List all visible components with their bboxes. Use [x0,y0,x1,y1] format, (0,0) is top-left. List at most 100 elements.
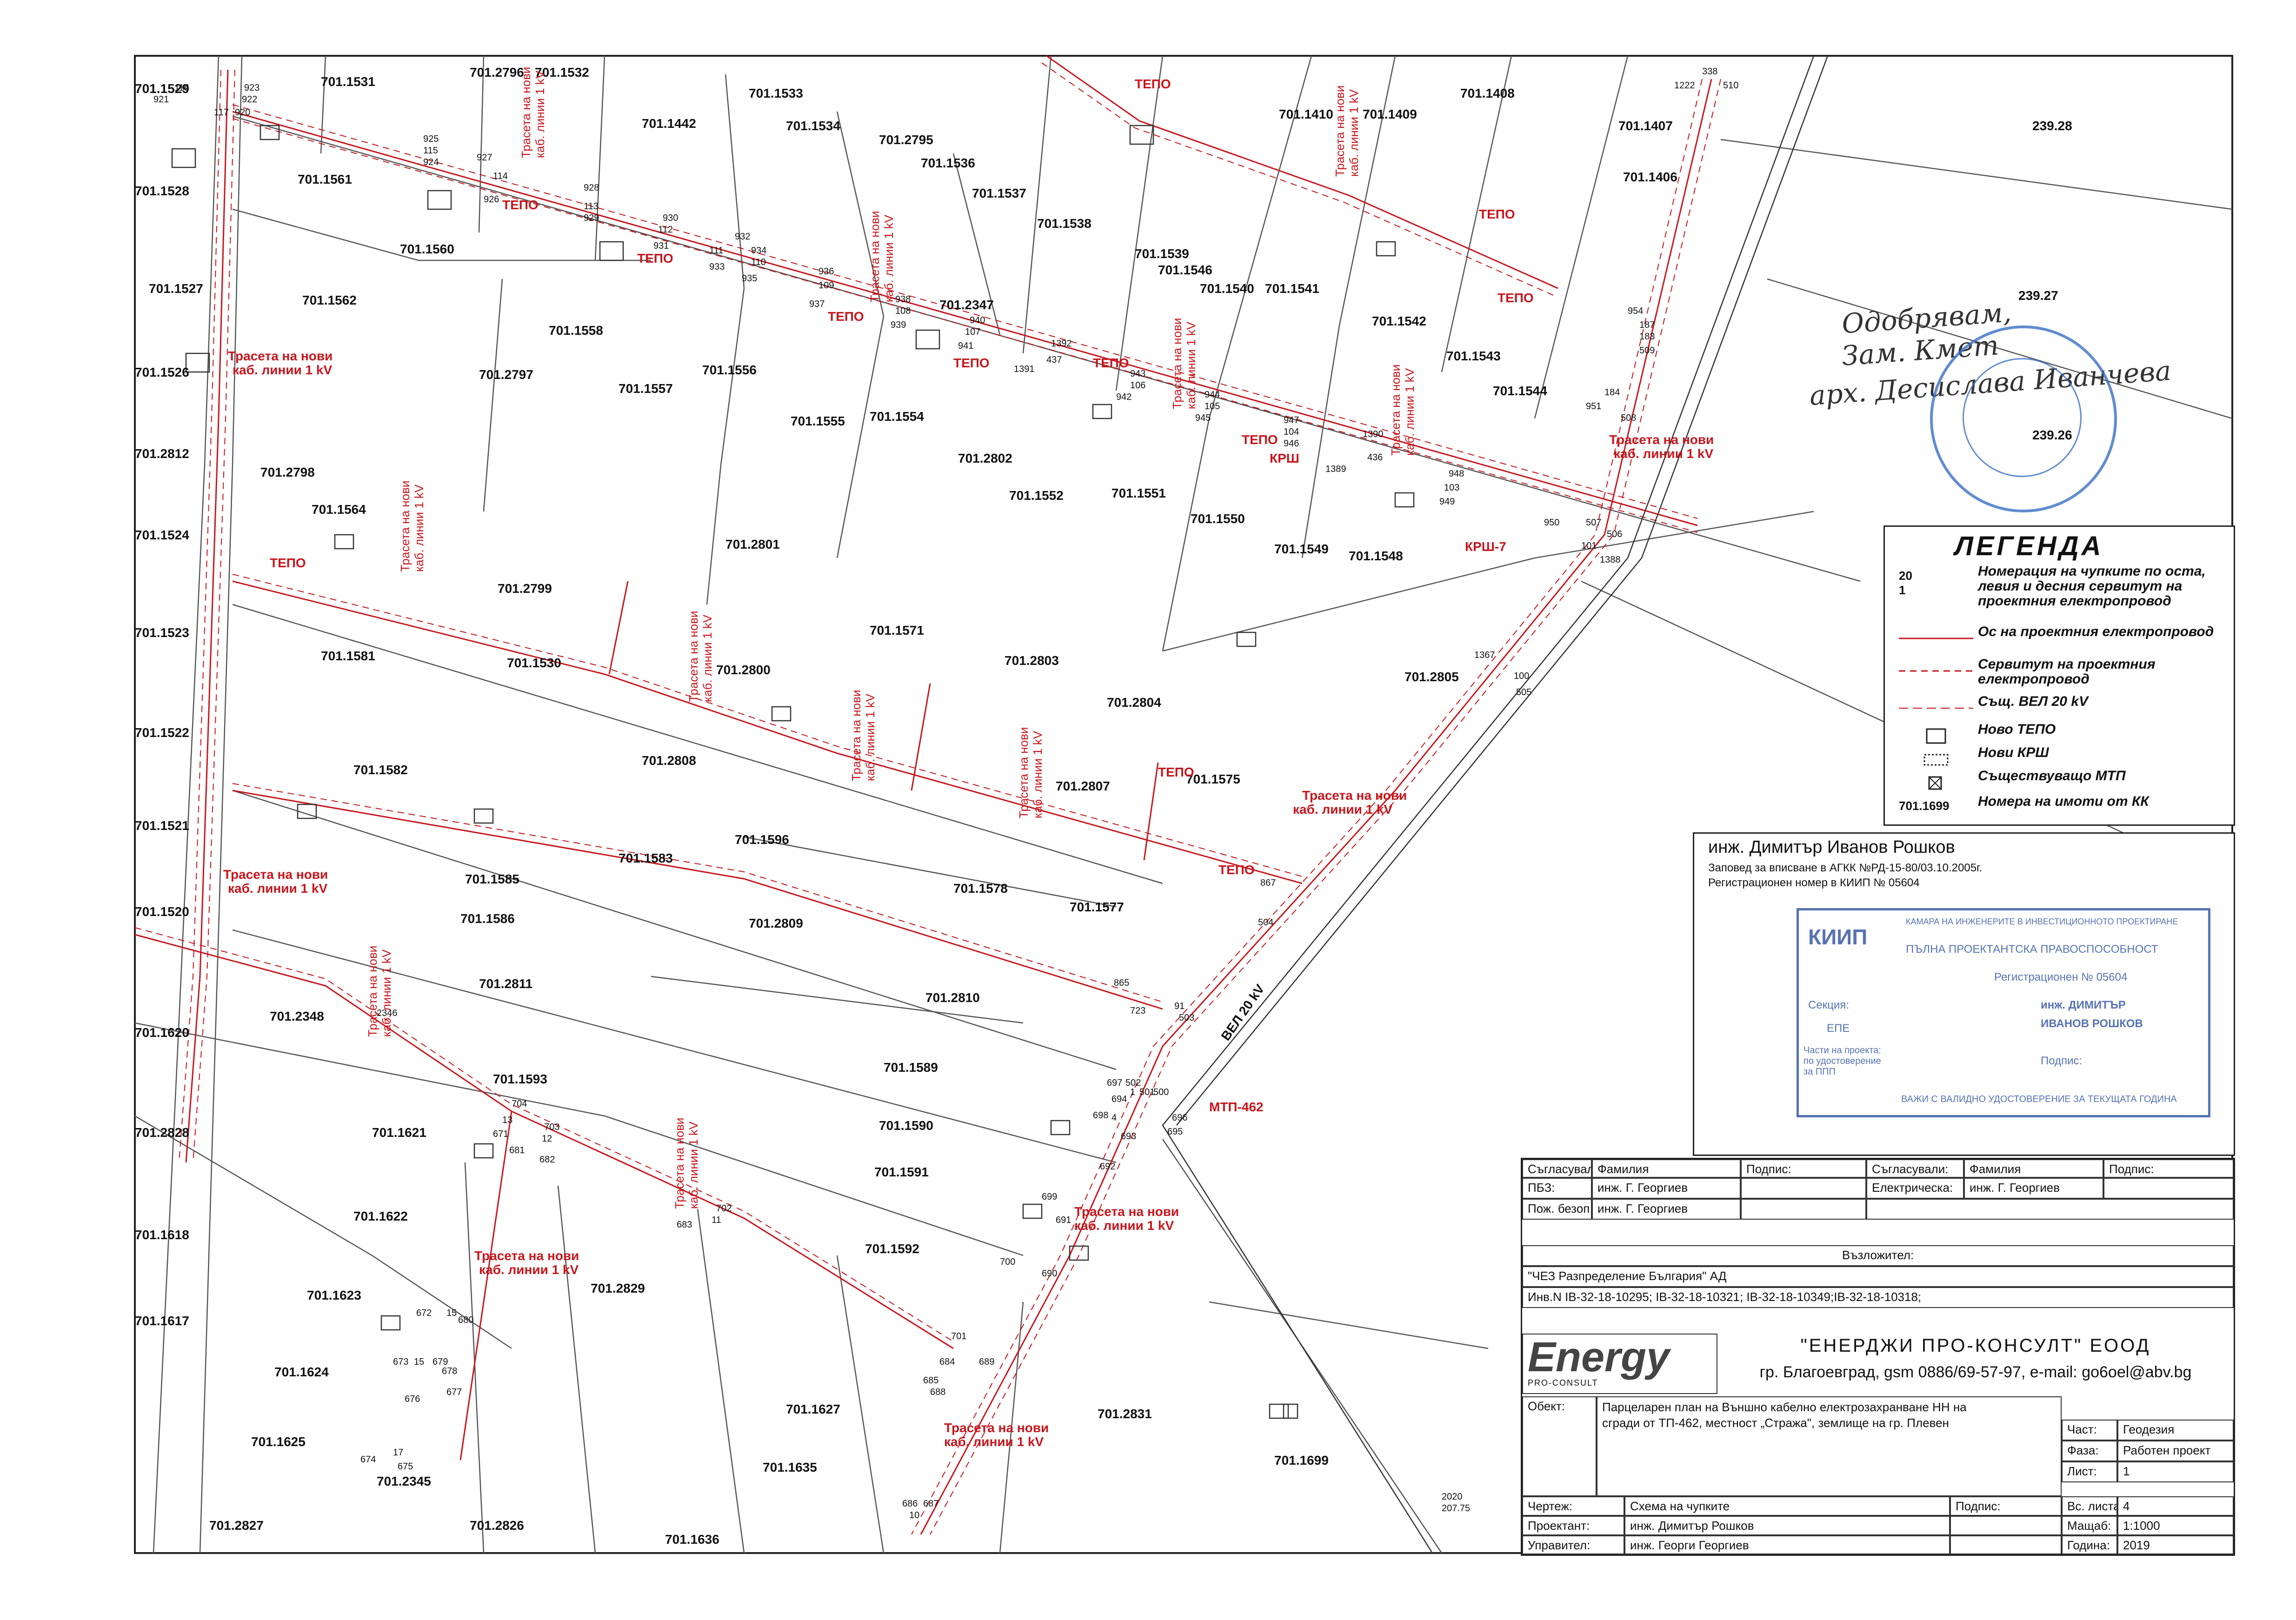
svg-text:676: 676 [405,1394,420,1404]
year-value: 2019 [2117,1535,2234,1554]
municipality-seal [1930,325,2117,512]
svg-text:ТЕПО: ТЕПО [828,309,864,324]
dotted-box-icon [1923,754,1949,766]
svg-text:Трасета на нови: Трасета на нови [1333,86,1347,177]
parcel-number: 701.1410 [1279,107,1333,121]
svg-text:867: 867 [1260,878,1276,888]
svg-text:677: 677 [446,1387,462,1397]
svg-text:936: 936 [819,266,834,277]
svg-text:Трасета на нови: Трасета на нови [1074,1204,1179,1219]
parcel-number: 701.2803 [1005,653,1059,668]
svg-text:702: 702 [716,1203,732,1214]
parcel-number: 701.1577 [1070,900,1124,914]
parcel-number: 701.1530 [507,656,561,670]
svg-text:684: 684 [939,1357,955,1367]
parcel-number: 239.27 [2018,288,2058,303]
designer-value: инж. Димитър Рошков [1624,1516,1950,1535]
svg-text:каб. линии 1 kV: каб. линии 1 kV [1031,730,1045,818]
svg-text:ТЕПО: ТЕПО [1093,356,1129,370]
drawing-sign: Подпис: [1950,1496,2062,1516]
svg-text:942: 942 [1116,392,1131,402]
svg-text:700: 700 [1000,1257,1015,1267]
parcel-number: 701.1699 [1274,1453,1329,1467]
approvals-sign-header: Подпис: [1741,1159,1866,1178]
svg-text:673: 673 [393,1357,408,1367]
parcel-number: 701.1406 [1623,170,1677,184]
svg-text:101: 101 [1581,541,1597,551]
svg-text:436: 436 [1367,452,1383,463]
parcel-number: 701.2827 [209,1518,264,1533]
parcel-number: 701.1533 [749,86,803,100]
parcel-number: 701.1582 [353,763,408,777]
company-name: "ЕНЕРДЖИ ПРО-КОНСУЛТ" ЕООД [1800,1335,2151,1356]
parcel-number: 701.2345 [377,1474,431,1488]
parcel-number: 701.1590 [879,1118,933,1133]
svg-text:698: 698 [1093,1110,1108,1121]
svg-text:691: 691 [1056,1215,1071,1225]
sheets-value: 4 [2117,1496,2234,1516]
client-inventory: Инв.N IB-32-18-10295; IB-32-18-10321; IB… [1522,1287,2234,1308]
svg-text:921: 921 [153,94,169,105]
svg-text:11: 11 [712,1215,721,1225]
svg-text:107: 107 [965,327,980,337]
company-logo: Energy PRO-CONSULT [1522,1334,1717,1394]
svg-text:938: 938 [895,294,911,305]
svg-text:каб. линии 1 kV: каб. линии 1 kV [1074,1218,1174,1233]
engineer-order: Заповед за вписване в АГКК №РД-15-80/03.… [1708,862,1983,874]
svg-text:Трасета на нови: Трасета на нови [519,67,533,158]
svg-text:694: 694 [1111,1094,1127,1104]
phase-label: Фаза: [2062,1441,2117,1461]
svg-text:Трасета на нови: Трасета на нови [1389,365,1403,456]
svg-text:ВЕЛ 20 kV: ВЕЛ 20 kV [1218,982,1268,1043]
svg-text:104: 104 [1284,427,1299,437]
svg-text:922: 922 [242,94,257,105]
svg-text:каб. линии 1 kV: каб. линии 1 kV [1347,89,1361,177]
svg-text:945: 945 [1195,413,1211,423]
svg-text:каб. линии 1 kV: каб. линии 1 kV [533,70,547,158]
svg-text:939: 939 [891,320,906,330]
svg-text:675: 675 [398,1461,413,1472]
svg-text:2020: 2020 [1442,1492,1463,1502]
svg-text:Трасета на нови: Трасета на нови [223,867,328,882]
parcel-number: 701.2804 [1107,695,1161,710]
object-label: Обект: [1522,1396,1597,1496]
svg-text:1390: 1390 [1363,429,1384,439]
svg-text:17: 17 [393,1447,403,1458]
svg-text:933: 933 [709,262,725,272]
parcel-number: 701.1635 [763,1460,817,1474]
svg-text:506: 506 [1607,529,1622,539]
svg-text:ТЕПО: ТЕПО [270,556,306,570]
parcel-number: 701.1549 [1274,542,1329,556]
approval-electric-label: Електрическа: [1866,1178,1964,1199]
svg-text:2346: 2346 [377,1008,398,1018]
svg-text:13: 13 [502,1115,512,1125]
svg-text:109: 109 [819,280,834,291]
svg-text:674: 674 [360,1454,376,1465]
svg-text:697: 697 [1107,1078,1122,1088]
svg-text:701: 701 [951,1331,966,1341]
approval-empty [1866,1199,2234,1220]
svg-text:682: 682 [539,1155,555,1165]
approval-pbz-sign [1741,1178,1866,1199]
svg-text:924: 924 [423,157,439,167]
svg-text:1222: 1222 [1674,80,1695,91]
parcel-number: 701.1622 [353,1209,408,1223]
svg-text:ТЕПО: ТЕПО [1497,291,1534,305]
parcel-number: 701.2807 [1056,779,1110,793]
parcel-number: 701.1575 [1186,772,1240,786]
parcel-number: 701.1593 [493,1072,547,1086]
manager-value: инж. Георги Георгиев [1624,1535,1950,1554]
parcel-number: 701.1571 [870,623,924,637]
svg-text:929: 929 [584,213,599,223]
svg-text:926: 926 [484,194,499,205]
svg-text:503: 503 [1179,1013,1194,1023]
svg-text:699: 699 [1042,1192,1057,1202]
parcel-number-sample: 701.1699 [1899,799,1950,813]
svg-text:183: 183 [1639,332,1655,342]
svg-text:928: 928 [584,183,599,193]
approval-fire-label: Пож. безоп.: [1522,1199,1592,1220]
svg-text:103: 103 [1444,483,1459,493]
parcel-number: 701.1543 [1446,349,1501,363]
svg-text:510: 510 [1723,80,1738,91]
